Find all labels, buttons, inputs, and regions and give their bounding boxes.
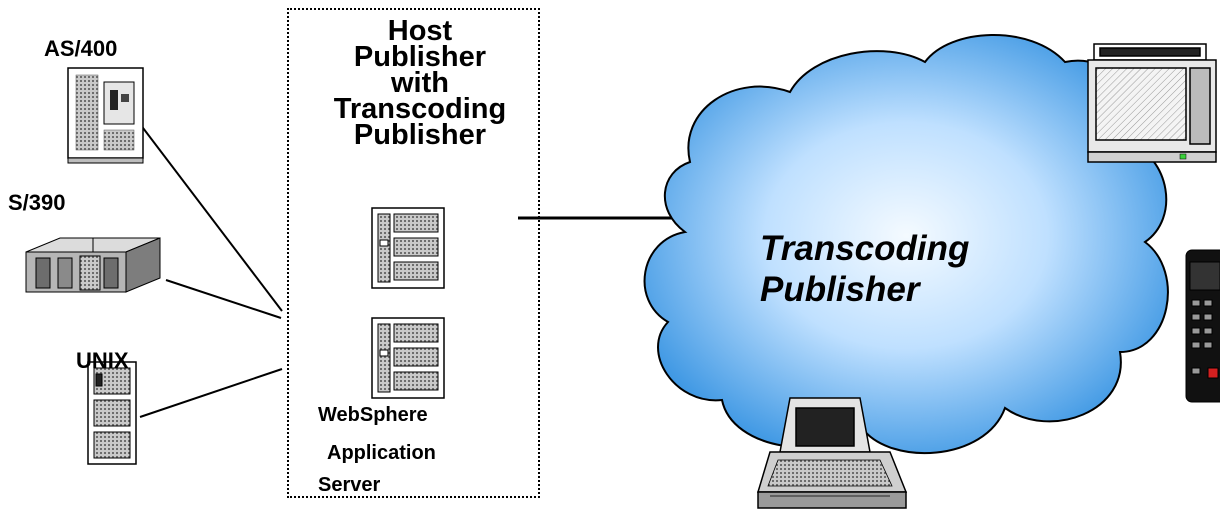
laptop-icon [756,397,908,509]
s390-mainframe-icon [25,237,161,293]
host-publisher-box [287,8,540,498]
host-publisher-title: Host Publisher with Transcoding Publishe… [300,15,540,151]
cloud-shape [643,34,1169,454]
desktop-terminal-icon [1087,43,1217,163]
s390-label: S/390 [8,190,66,215]
websphere-label-line: WebSphere [318,404,428,426]
cloud-label-line: Transcoding [760,229,970,268]
as400-server-icon [67,67,144,164]
as400-label: AS/400 [44,36,118,61]
unix-link [139,368,283,418]
cloud-label-line: Publisher [760,270,920,309]
host-title-line: Publisher [353,119,487,151]
websphere-server-icon [371,317,445,399]
websphere-label-line: Application [327,442,436,464]
host-title-line: Publisher [353,41,487,73]
unix-label: UNIX [76,348,129,373]
host-title-line: Host [387,15,453,47]
websphere-label-line: Server [318,474,381,496]
mobile-phone-icon [1185,249,1220,403]
connection-lines [139,123,672,418]
host-title-line: Transcoding [333,93,507,125]
cloud-label: Transcoding Publisher [760,228,969,310]
transcoding-server-icon [371,207,445,289]
host-title-line: with [391,67,449,99]
s390-link [165,279,282,319]
unix-server-icon [87,361,137,465]
as400-link [139,123,283,312]
